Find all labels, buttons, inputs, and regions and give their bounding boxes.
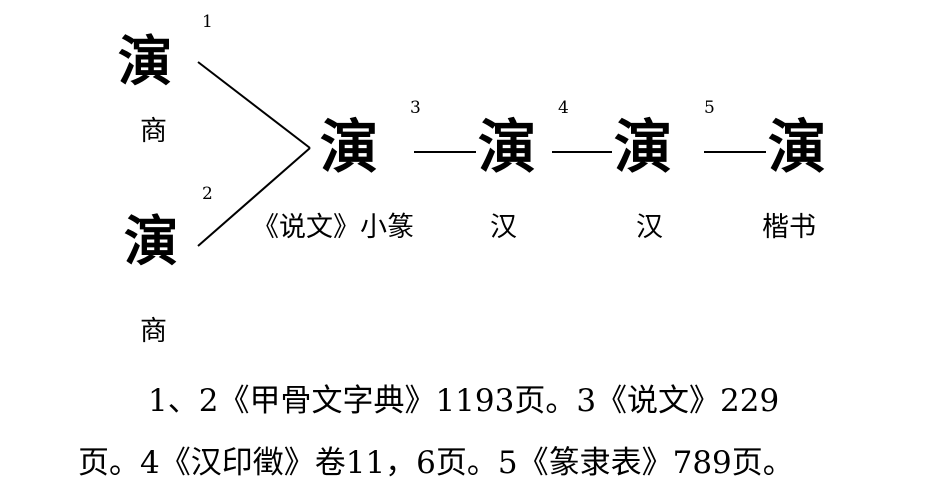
form-number-2: 2 bbox=[202, 184, 213, 204]
glyph-form-4: 演 bbox=[478, 113, 537, 181]
form-label-3: 《说文》小篆 bbox=[252, 212, 414, 243]
form-label-5: 汉 bbox=[636, 212, 663, 243]
evolution-dash bbox=[414, 151, 476, 153]
glyph-form-5: 演 bbox=[614, 113, 673, 181]
connector-line-lower bbox=[197, 147, 311, 247]
caption-line-1: 1、2《甲骨文字典》1193页。3《说文》229 bbox=[148, 383, 780, 419]
glyph-form-1: 演 bbox=[118, 29, 172, 93]
form-number-5: 5 bbox=[704, 98, 715, 118]
evolution-dash bbox=[552, 151, 612, 153]
form-number-1: 1 bbox=[202, 12, 213, 32]
form-label-6: 楷书 bbox=[762, 212, 816, 243]
evolution-dash bbox=[704, 151, 766, 153]
form-label-4: 汉 bbox=[490, 212, 517, 243]
glyph-form-6: 演 bbox=[768, 113, 827, 181]
caption-line-2: 页。4《汉印徵》卷11，6页。5《篆隶表》789页。 bbox=[78, 445, 794, 481]
form-label-1: 商 bbox=[140, 116, 167, 147]
form-label-2: 商 bbox=[140, 316, 167, 347]
form-number-4: 4 bbox=[558, 98, 569, 118]
form-number-3: 3 bbox=[410, 98, 421, 118]
connector-line-upper bbox=[197, 61, 311, 149]
glyph-form-3: 演 bbox=[320, 113, 379, 181]
glyph-form-2: 演 bbox=[124, 209, 178, 273]
